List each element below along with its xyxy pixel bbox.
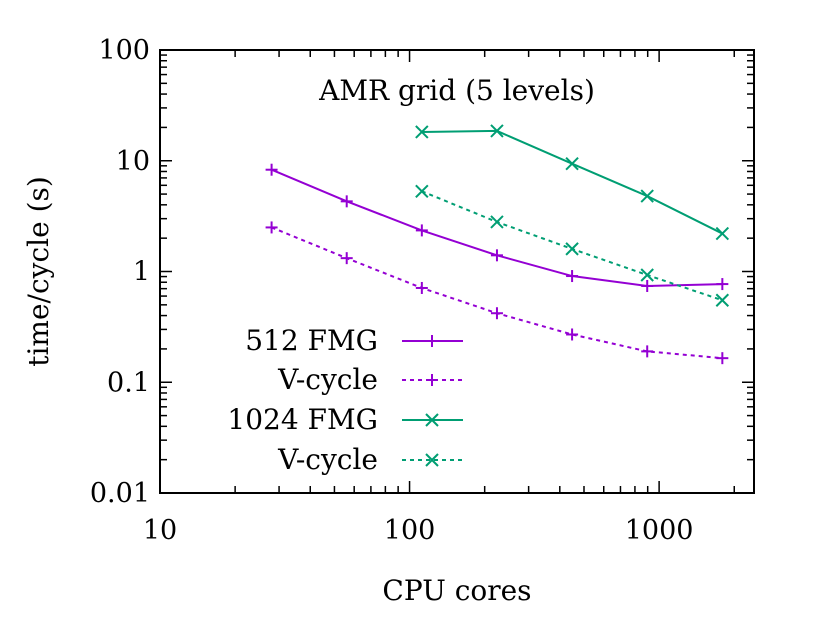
- chart-annotation: AMR grid (5 levels): [318, 74, 595, 107]
- x-axis: 10 100 1000: [143, 50, 735, 546]
- data-point-marker: [415, 184, 429, 198]
- series-line: [271, 168, 723, 287]
- series-3: [415, 124, 730, 241]
- series-4: [415, 184, 730, 307]
- data-point-marker: [490, 124, 504, 138]
- legend-marker: [425, 413, 439, 427]
- y-axis-label: time/cycle (s): [22, 176, 55, 367]
- data-point-marker: [565, 242, 579, 256]
- x-tick-label: 10: [143, 515, 177, 546]
- y-tick-label: 1: [133, 257, 150, 288]
- series-line: [421, 129, 723, 235]
- data-point-marker: [565, 157, 579, 171]
- y-tick-label: 0.01: [90, 478, 150, 509]
- legend: 512 FMG V-cycle 1024 FMG V-cycle: [227, 324, 463, 476]
- data-point-marker: [715, 293, 730, 307]
- y-axis: 0.01 0.1 1 10 100: [90, 35, 754, 509]
- x-tick-label: 1000: [625, 515, 694, 546]
- series-layer: [265, 124, 730, 365]
- x-axis-label: CPU cores: [382, 574, 531, 607]
- data-point-marker: [415, 125, 429, 139]
- legend-label: 512 FMG: [245, 324, 378, 357]
- data-point-marker: [640, 268, 654, 282]
- data-point-marker: [490, 215, 504, 229]
- x-tick-label: 100: [384, 515, 436, 546]
- legend-marker: [425, 453, 439, 467]
- data-point-marker: [715, 226, 730, 241]
- series-2: [265, 221, 729, 365]
- series-1: [265, 163, 729, 292]
- legend-label: V-cycle: [277, 363, 378, 396]
- legend-label: 1024 FMG: [227, 403, 378, 436]
- y-tick-label: 100: [98, 35, 150, 66]
- legend-label: V-cycle: [277, 443, 378, 476]
- y-tick-label: 0.1: [107, 367, 150, 398]
- y-tick-label: 10: [116, 146, 150, 177]
- data-point-marker: [640, 189, 654, 203]
